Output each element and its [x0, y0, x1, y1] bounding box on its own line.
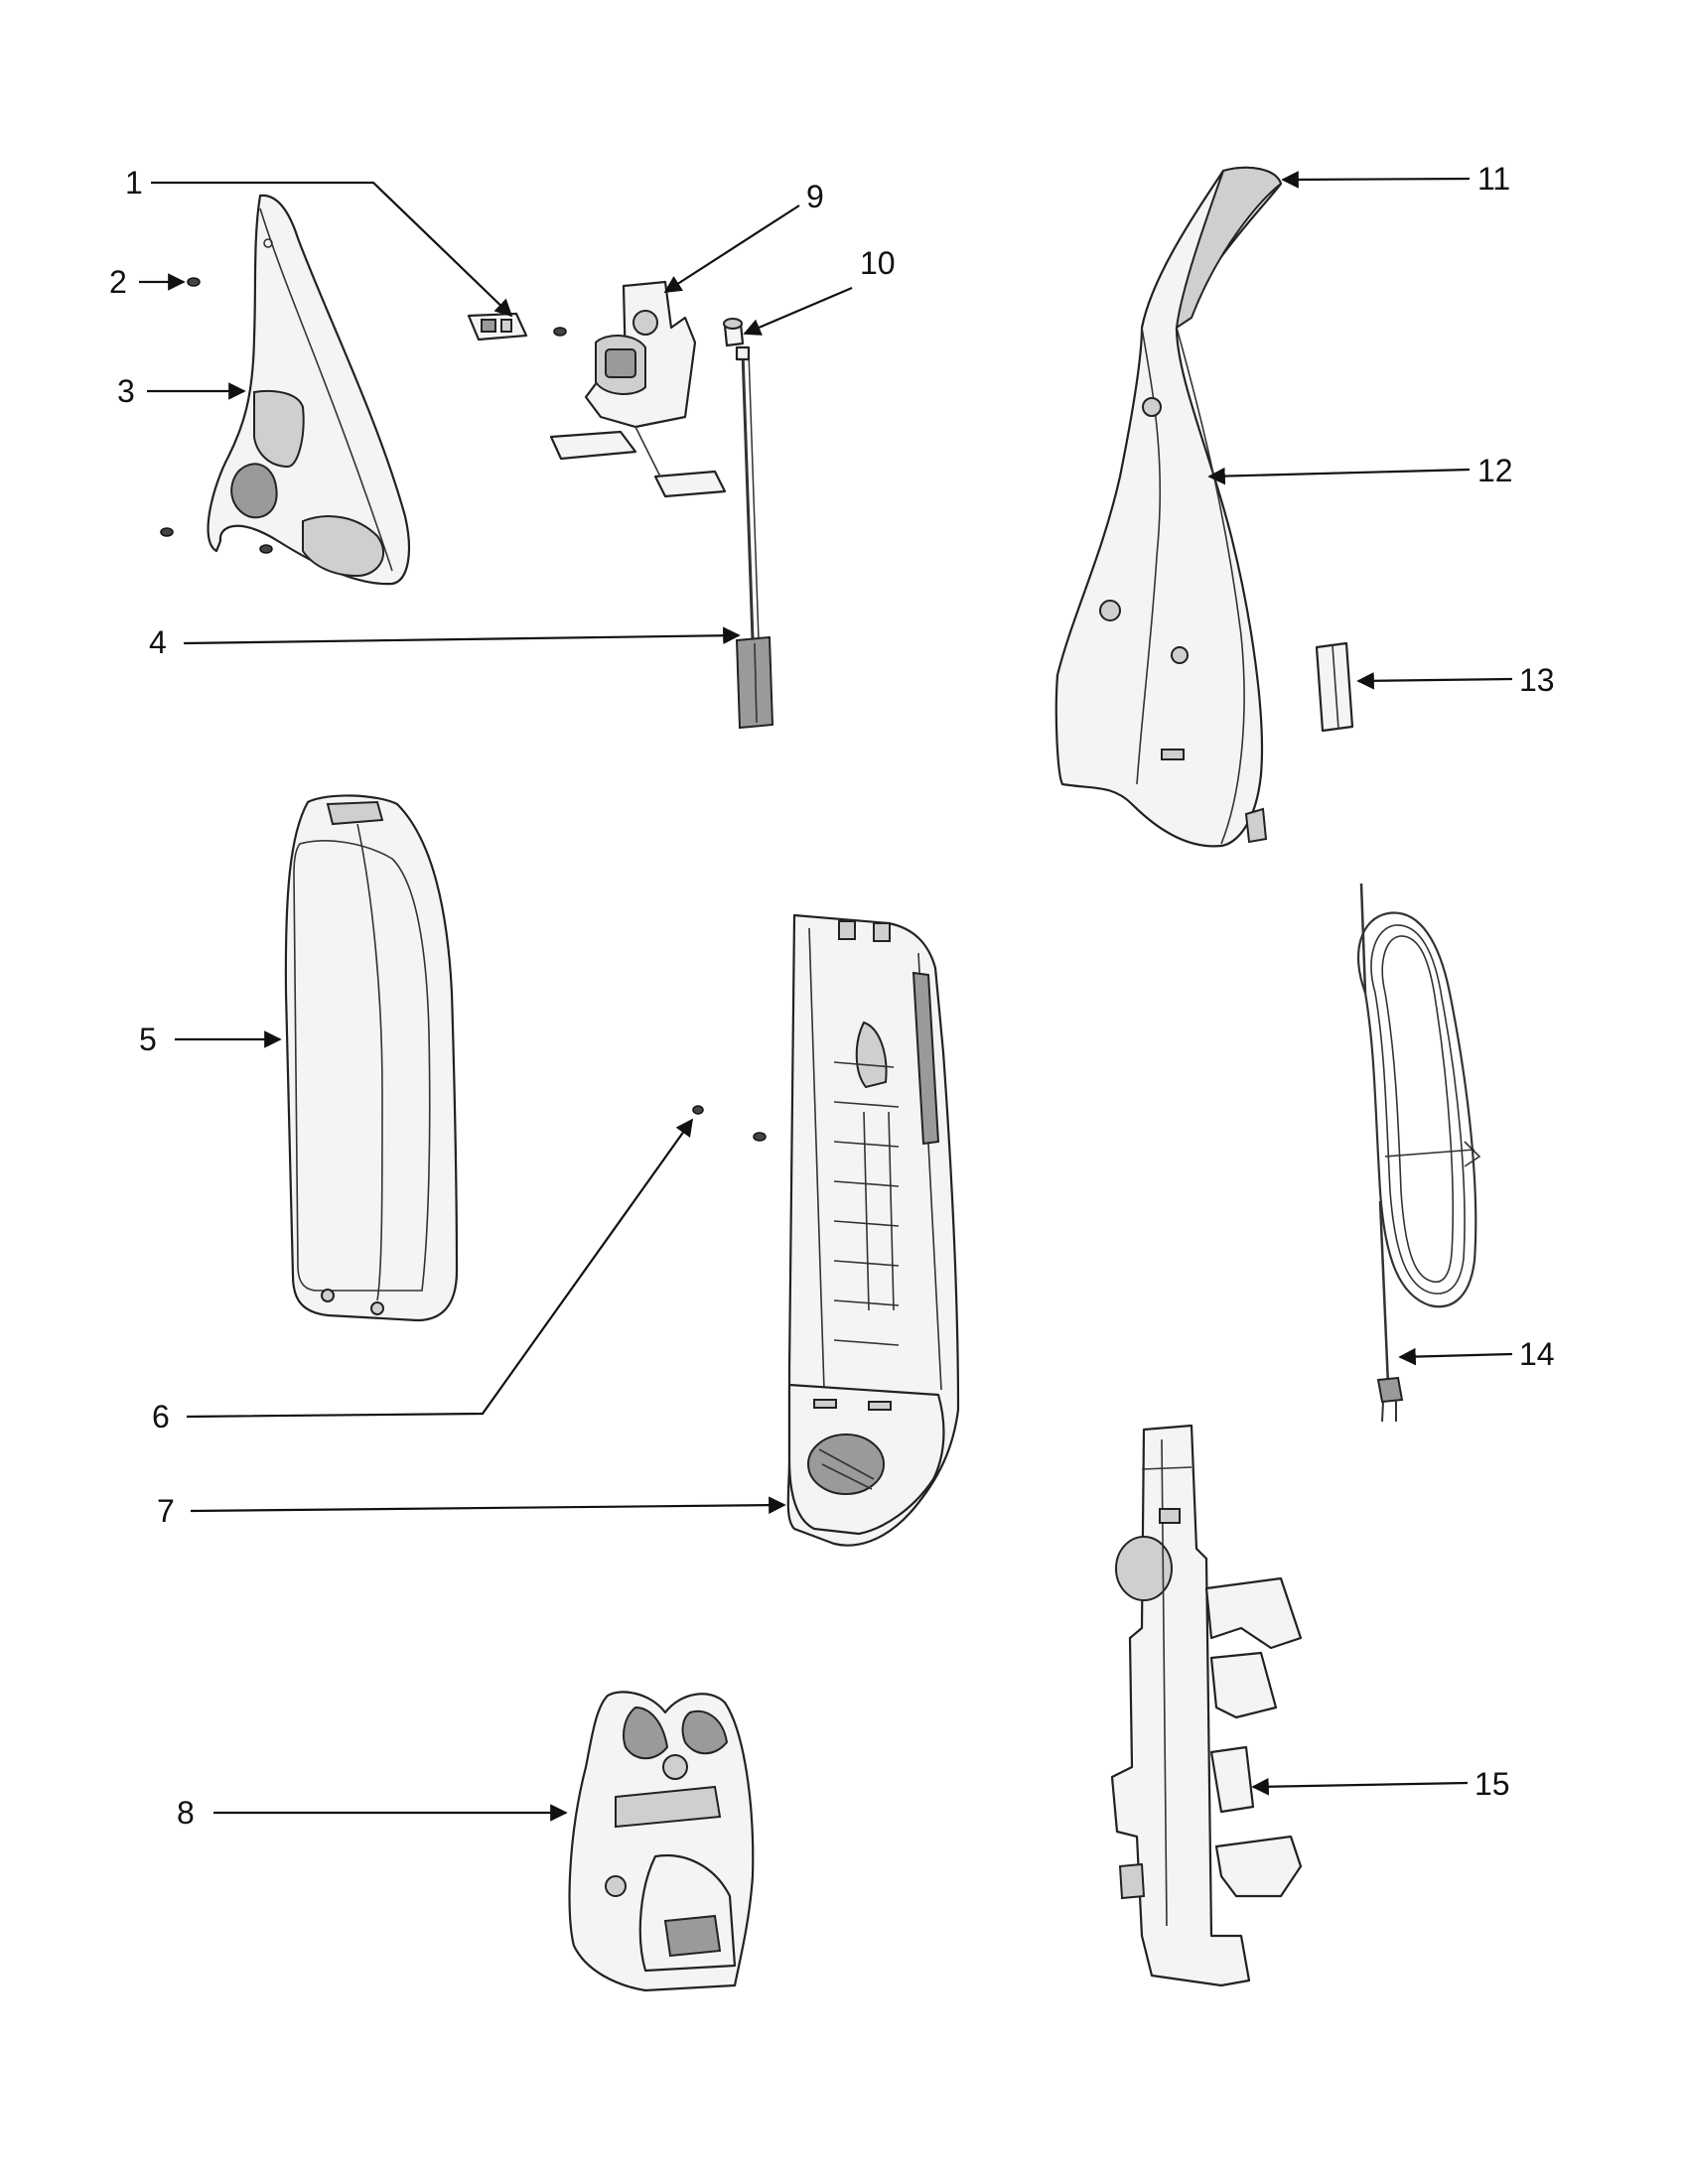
callout-13: 13 [1519, 662, 1555, 698]
leader-lines [139, 171, 1513, 1822]
part-9-switch-bracket [549, 280, 727, 498]
callout-6: 6 [152, 1399, 170, 1434]
callout-3: 3 [117, 373, 135, 409]
part-1-switch [467, 312, 528, 341]
callout-9: 9 [806, 179, 824, 214]
part-3-handle-cover [207, 194, 411, 586]
callout-7: 7 [157, 1493, 175, 1529]
screws-upper-left [160, 277, 567, 554]
part-12-upper-handle [1054, 166, 1283, 848]
callout-11: 11 [1477, 161, 1510, 197]
callout-labels: 1 2 3 4 5 6 7 8 9 10 11 12 13 14 15 [109, 161, 1555, 1831]
part-7-main-body [786, 913, 960, 1547]
part-6-screws [692, 1105, 767, 1142]
part-10-bushing [723, 318, 745, 347]
screw-2 [187, 277, 201, 287]
callout-4: 4 [149, 624, 167, 660]
part-14-power-cord [1357, 883, 1481, 1423]
part-13-cord-clip [1315, 641, 1354, 733]
part-15-base-frame [1110, 1424, 1303, 1987]
part-5-bag-door [284, 794, 459, 1322]
callout-5: 5 [139, 1022, 157, 1057]
callout-15: 15 [1474, 1766, 1510, 1802]
callout-14: 14 [1519, 1336, 1555, 1372]
part-8-nozzle-cover [568, 1691, 755, 1992]
callout-1: 1 [125, 165, 143, 201]
callout-8: 8 [177, 1795, 195, 1831]
part-4-switch-rod [735, 345, 774, 730]
callout-10: 10 [860, 245, 896, 281]
callout-12: 12 [1477, 453, 1513, 488]
callout-2: 2 [109, 264, 127, 300]
